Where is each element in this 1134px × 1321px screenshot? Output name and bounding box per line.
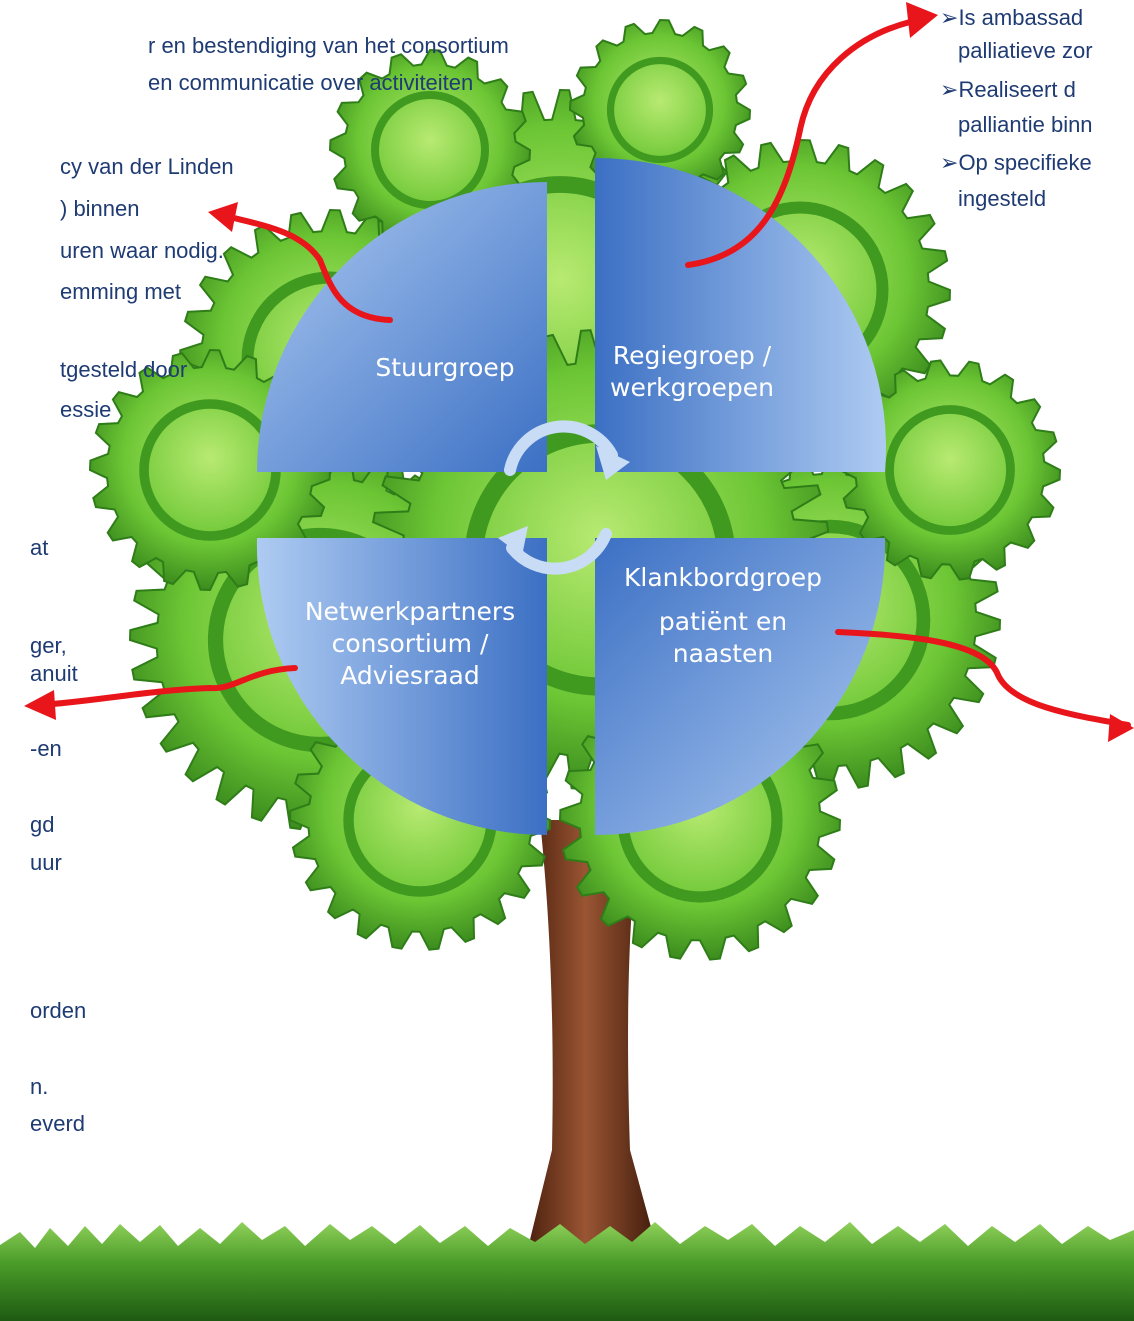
quadrant-regiegroep xyxy=(595,157,886,472)
label-stuurgroep: Stuurgroep xyxy=(340,352,550,384)
tree-trunk xyxy=(525,820,660,1260)
right-text-line: ➢Realiseert d xyxy=(940,77,1076,102)
left-text-line: at xyxy=(30,535,49,560)
gear-ring xyxy=(606,56,714,164)
right-text-line: palliatieve zor xyxy=(958,38,1093,63)
left-text-line: uren waar nodig. xyxy=(60,238,224,263)
quadrant-label-line: consortium / xyxy=(331,629,489,658)
cycle-arrowhead-icon xyxy=(596,446,630,480)
quadrant-label-line: naasten xyxy=(672,639,774,668)
quadrant-label-line: patiënt en xyxy=(658,607,788,636)
quadrant-label-line: Klankbordgroep xyxy=(624,563,822,592)
grass xyxy=(0,1222,1134,1321)
left-text-line: tgesteld door xyxy=(60,357,188,382)
right-text-line: ➢Op specifieke xyxy=(940,150,1092,175)
left-text-line: ger, xyxy=(30,633,67,658)
quadrant-label-line: Adviesraad xyxy=(340,661,480,690)
red-arrow-icon xyxy=(835,629,1131,728)
red-arrowhead-icon xyxy=(1108,714,1134,742)
left-text-line: everd xyxy=(30,1111,86,1136)
label-klankbordgroep: Klankbordgroep patiënt en naasten xyxy=(608,562,838,670)
left-text-line: anuit xyxy=(30,661,78,686)
red-arrowhead-icon xyxy=(24,690,56,720)
left-text-line: emming met xyxy=(60,279,182,304)
right-text-line: ➢Is ambassad xyxy=(940,5,1084,30)
quadrant-label-line: Regiegroep / xyxy=(612,341,772,370)
right-text-line: palliantie binn xyxy=(958,112,1093,137)
bullet-arrow-icon: ➢ xyxy=(940,5,959,30)
left-text-line: -en xyxy=(30,736,62,761)
left-text-line: n. xyxy=(30,1074,49,1099)
quadrant-netwerkpartners xyxy=(256,538,547,835)
left-text-line: r en bestendiging van het consortium xyxy=(148,33,509,58)
gear-ring xyxy=(885,405,1015,535)
left-text-line: cy van der Linden xyxy=(60,154,234,179)
left-text-line: orden xyxy=(30,998,87,1023)
cycle-arrows-icon xyxy=(504,420,618,575)
quadrant-stuurgroep xyxy=(257,182,547,472)
left-text-line: essie xyxy=(60,397,112,422)
label-regiegroep: Regiegroep / werkgroepen xyxy=(592,340,792,404)
left-text-line: ) binnen xyxy=(60,196,140,221)
left-text-line: en communicatie over activiteiten xyxy=(148,70,474,95)
red-arrow-icon xyxy=(219,212,393,323)
quadrant-klankbordgroep xyxy=(595,538,886,836)
quadrant-label-line: Stuurgroep xyxy=(375,353,515,382)
gear-ring xyxy=(371,91,489,209)
red-arrow-icon xyxy=(685,19,913,268)
gear-canopy xyxy=(88,18,1062,961)
bullet-arrow-icon: ➢ xyxy=(940,150,959,175)
quadrant-label-line: werkgroepen xyxy=(610,373,774,402)
cycle-arrowhead-icon xyxy=(498,526,528,556)
right-text-line: ingesteld xyxy=(958,186,1047,211)
red-arrowhead-icon xyxy=(906,2,938,38)
quadrant-label-line: Netwerkpartners xyxy=(304,597,516,626)
left-text-line: uur xyxy=(30,850,62,875)
red-arrowhead-icon xyxy=(208,202,238,232)
bullet-arrow-icon: ➢ xyxy=(940,77,959,102)
left-text-line: gd xyxy=(30,812,55,837)
red-arrow-icon xyxy=(37,665,298,708)
label-netwerkpartners: Netwerkpartners consortium / Adviesraad xyxy=(290,596,530,692)
